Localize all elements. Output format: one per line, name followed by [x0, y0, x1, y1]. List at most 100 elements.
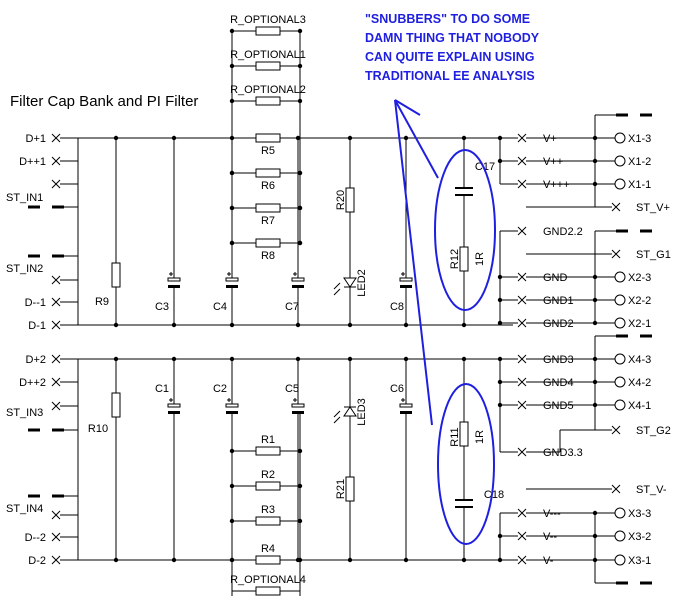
led-label: LED3: [356, 398, 368, 426]
junction-dot: [461, 135, 467, 141]
terminal-cross: [517, 400, 527, 410]
connector-label: X4-3: [628, 354, 651, 366]
junction-dot: [497, 379, 503, 385]
junction-dot: [171, 557, 177, 563]
junction-dot: [403, 322, 409, 328]
junction-dot: [497, 557, 503, 563]
junction-dot: [297, 518, 303, 524]
terminal-cross: [611, 249, 621, 259]
terminal-cross: [51, 133, 61, 143]
terminal-cross: [517, 226, 527, 236]
terminal-label: ST_IN4: [6, 503, 43, 515]
junction-dot: [113, 557, 119, 563]
net-label: GND5: [543, 400, 574, 412]
junction-dot: [229, 518, 235, 524]
capacitor-plate: [291, 403, 305, 408]
annotation-line: CAN QUITE EXPLAIN USING: [365, 50, 535, 64]
capacitor-plate: [167, 277, 181, 282]
capacitor-plate: [399, 403, 413, 408]
resistor: [345, 187, 355, 213]
terminal-cross: [517, 555, 527, 565]
connector-label: ST_V-: [636, 484, 667, 496]
terminal-cross: [517, 156, 527, 166]
junction-dot: [295, 135, 301, 141]
snubber-annotation: "SNUBBERS" TO DO SOME DAMN THING THAT NO…: [365, 10, 539, 86]
resistor-label: R9: [95, 296, 109, 308]
resistor: [255, 516, 281, 526]
capacitor-label: C5: [285, 383, 299, 395]
terminal-label: D-2: [28, 555, 46, 567]
connector-label: X3-3: [628, 508, 651, 520]
capacitor-label: C7: [285, 301, 299, 313]
resistor: [255, 446, 281, 456]
junction-dot: [229, 356, 235, 362]
annotation-line: TRADITIONAL EE ANALYSIS: [365, 69, 535, 83]
terminal-cross: [517, 508, 527, 518]
net-label: GND: [543, 272, 568, 284]
terminal-cross: [517, 133, 527, 143]
junction-dot: [403, 135, 409, 141]
capacitor-label: C6: [390, 383, 404, 395]
connector-label: X3-1: [628, 555, 651, 567]
net-label: GND3.3: [543, 447, 583, 459]
junction-dot: [171, 356, 177, 362]
terminal-cross: [51, 532, 61, 542]
resistor-label: R8: [261, 250, 275, 262]
junction-dot: [297, 557, 303, 563]
connector-label: X3-2: [628, 531, 651, 543]
resistor-label: R21: [335, 479, 347, 499]
solder-pad: [52, 494, 64, 498]
capacitor-label: C3: [155, 301, 169, 313]
junction-dot: [461, 322, 467, 328]
connector-label: X2-2: [628, 295, 651, 307]
resistor: [111, 262, 121, 288]
net-label: V---: [543, 508, 561, 520]
connector-pin: [614, 132, 626, 144]
junction-dot: [229, 63, 235, 69]
solder-pad: [640, 113, 652, 117]
net-label: V--: [543, 531, 557, 543]
terminal-cross: [51, 510, 61, 520]
solder-pad: [52, 205, 64, 209]
annotation-line: DAMN THING THAT NOBODY: [365, 31, 540, 45]
connector-label: X1-1: [628, 179, 651, 191]
led-ray: [333, 416, 341, 424]
junction-dot: [403, 356, 409, 362]
junction-dot: [297, 170, 303, 176]
terminal-label: D+2: [26, 354, 47, 366]
capacitor-label: C18: [484, 489, 504, 501]
junction-dot: [297, 98, 303, 104]
resistor: [255, 238, 281, 248]
junction-dot: [461, 557, 467, 563]
solder-pad: [28, 428, 40, 432]
capacitor-plate: [399, 277, 413, 282]
connector-label: X4-2: [628, 377, 651, 389]
connector-label: X4-1: [628, 400, 651, 412]
junction-dot: [297, 483, 303, 489]
led-ray: [333, 282, 341, 290]
capacitor-plate: [291, 277, 305, 282]
net-label: GND1: [543, 295, 574, 307]
resistor-label: R_OPTIONAL2: [230, 84, 306, 96]
schematic-title: Filter Cap Bank and PI Filter: [10, 93, 199, 110]
connector-label: ST_G2: [636, 425, 671, 437]
resistor: [255, 586, 281, 596]
resistor-label: R2: [261, 469, 275, 481]
junction-dot: [229, 98, 235, 104]
junction-dot: [297, 240, 303, 246]
led-ray: [333, 288, 341, 296]
net-label: GND4: [543, 377, 574, 389]
connector-pin: [614, 376, 626, 388]
connector-label: ST_V+: [636, 202, 670, 214]
junction-dot: [229, 557, 235, 563]
connector-label: ST_G1: [636, 249, 671, 261]
junction-dot: [347, 322, 353, 328]
junction-dot: [171, 135, 177, 141]
terminal-cross: [51, 555, 61, 565]
resistor: [255, 203, 281, 213]
resistor: [111, 392, 121, 418]
connector-pin: [614, 271, 626, 283]
resistor: [255, 133, 281, 143]
resistor: [459, 421, 469, 447]
resistor: [459, 246, 469, 272]
